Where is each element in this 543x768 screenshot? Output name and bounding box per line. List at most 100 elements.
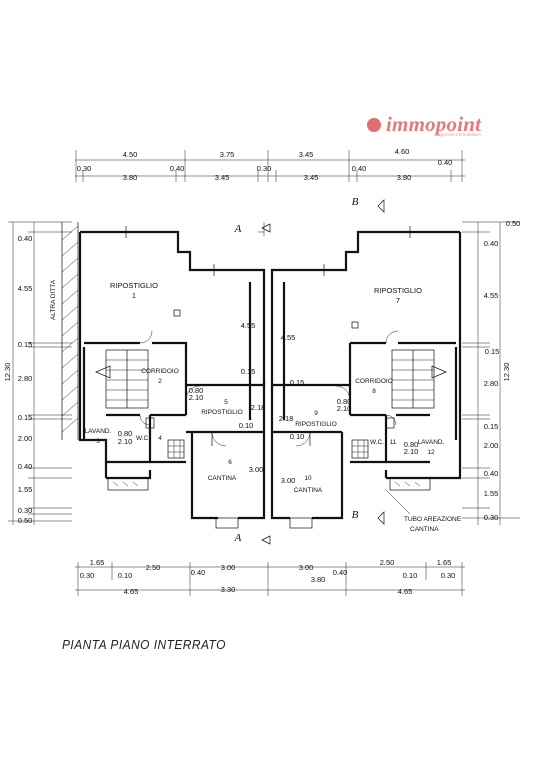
room-number: 12 (427, 449, 435, 456)
lightwell-right (389, 477, 431, 491)
inner-dim: 2.18 (251, 403, 266, 412)
left-dim: 2.80 (18, 374, 33, 383)
section-b-top: B (352, 196, 359, 208)
top-dim: 0.40 (352, 164, 367, 173)
ventilation-note: TUBO AREAZIONE CANTINA (385, 489, 462, 533)
bottom-dim: 0.40 (333, 568, 348, 577)
plan-title: PIANTA PIANO INTERRATO (62, 637, 226, 652)
inner-dimensions: 4.55 0.15 2.18 0.10 3.00 4.55 0.15 2.18 … (239, 321, 305, 485)
top-dim: 0.40 (170, 164, 185, 173)
right-dim: 0.50 (506, 219, 521, 228)
left-dim: 0.15 (18, 413, 33, 422)
window-marker-left (173, 309, 181, 317)
room-number: 9 (314, 410, 318, 417)
room-name: RIPOSTIGLIO (374, 286, 422, 295)
section-marks: A A B B (234, 196, 385, 545)
bottom-dim: 2.50 (146, 563, 161, 572)
hatched-boundary (61, 222, 79, 440)
left-total: 12.30 (3, 363, 12, 382)
door-swings (139, 330, 399, 447)
door-height: 2.10 (337, 404, 352, 413)
left-dim: 0.30 (18, 506, 33, 515)
left-dim: 2.00 (18, 434, 33, 443)
note-line1: TUBO AREAZIONE (404, 516, 462, 523)
room-name: W.C. (136, 435, 150, 442)
bottom-dim: 0.30 (80, 571, 95, 580)
door-width: 0.80 (404, 440, 419, 449)
bottom-dim: 1.65 (437, 558, 452, 567)
shower-right (351, 439, 369, 459)
right-total: 12.30 (502, 363, 511, 382)
top-dim: 0.40 (438, 158, 453, 167)
room-name: CANTINA (294, 487, 323, 494)
room-number: 2 (158, 378, 162, 385)
room-name: CORRIDOIO (141, 368, 179, 375)
room-name: RIPOSTIGLIO (201, 409, 243, 416)
right-dim: 2.00 (484, 441, 499, 450)
room-name: CANTINA (208, 475, 237, 482)
door-height: 2.10 (118, 437, 133, 446)
inner-dim: 4.55 (281, 333, 296, 342)
room-name: W.C. (370, 439, 384, 446)
right-dim: 0.30 (484, 513, 499, 522)
inner-dim: 3.00 (281, 476, 296, 485)
room-number: 5 (224, 399, 228, 406)
section-a-bottom: A (234, 532, 242, 544)
door-labels: 0.80 2.10 0.80 2.10 0.80 2.10 0.80 2.10 (118, 386, 419, 456)
lightwell-cantina-left (215, 517, 239, 529)
left-note: ALTRA DITTA (50, 279, 57, 320)
left-dim: 0.50 (18, 516, 33, 525)
wc-left (145, 417, 155, 429)
room-name: LAVAND. (85, 428, 112, 435)
right-dim: 1.55 (484, 489, 499, 498)
bottom-dim: 0.10 (403, 571, 418, 580)
left-dim: 4.55 (18, 284, 33, 293)
left-dim: 0.15 (18, 340, 33, 349)
logo-dot-icon (367, 118, 381, 132)
top-dim: 4.50 (123, 150, 138, 159)
door-height: 2.10 (404, 447, 419, 456)
walls-left-unit (78, 230, 266, 520)
bottom-dim: 4.65 (124, 587, 139, 596)
logo-word: immopoint (386, 112, 482, 136)
bottom-dim: 3.80 (311, 575, 326, 584)
inner-dim: 3.00 (249, 465, 264, 474)
top-dimension-lines: 4.50 3.75 3.45 4.60 0.30 3.80 0.40 3.45 … (75, 147, 465, 182)
immopoint-logo: immopoint agenzie immobiliare (366, 112, 536, 140)
room-number: 11 (390, 439, 397, 446)
fixtures (107, 226, 431, 529)
bottom-dim: 3.30 (221, 585, 236, 594)
bottom-dimension-lines: 1.65 2.50 3.00 3.00 2.50 1.65 0.30 0.10 … (75, 558, 465, 596)
section-b-bottom: B (352, 509, 359, 521)
inner-dim: 0.10 (290, 432, 305, 441)
inner-dim: 4.55 (241, 321, 256, 330)
room-number: 4 (158, 435, 162, 442)
room-name: LAVAND. (418, 439, 445, 446)
left-dimension-lines: 0.40 4.55 0.15 2.80 0.15 2.00 0.40 1.55 … (3, 221, 72, 525)
right-dim: 2.80 (484, 379, 499, 388)
bottom-dim: 4.65 (398, 587, 413, 596)
section-a-top: A (234, 223, 242, 235)
bottom-dim: 3.00 (221, 563, 236, 572)
walls-right-unit (270, 230, 462, 520)
door-width: 0.80 (337, 397, 352, 406)
bottom-dim: 3.00 (299, 563, 314, 572)
top-dim: 3.75 (220, 150, 235, 159)
wc-right (385, 417, 395, 429)
right-dim: 0.40 (484, 469, 499, 478)
left-dim: 1.55 (18, 485, 33, 494)
bottom-dim: 0.30 (441, 571, 456, 580)
note-line2: CANTINA (410, 526, 439, 533)
room-number: 1 (132, 291, 136, 300)
bottom-dim: 1.65 (90, 558, 105, 567)
inner-dim: 0.15 (241, 367, 256, 376)
top-dim: 0.30 (257, 164, 272, 173)
room-number: 7 (396, 296, 400, 305)
door-height: 2.10 (189, 393, 204, 402)
top-dim: 3.45 (304, 173, 319, 182)
window-marker-right (351, 321, 359, 329)
shower-left (167, 439, 185, 459)
lightwell-cantina-right (289, 517, 313, 529)
top-dim: 3.45 (299, 150, 314, 159)
